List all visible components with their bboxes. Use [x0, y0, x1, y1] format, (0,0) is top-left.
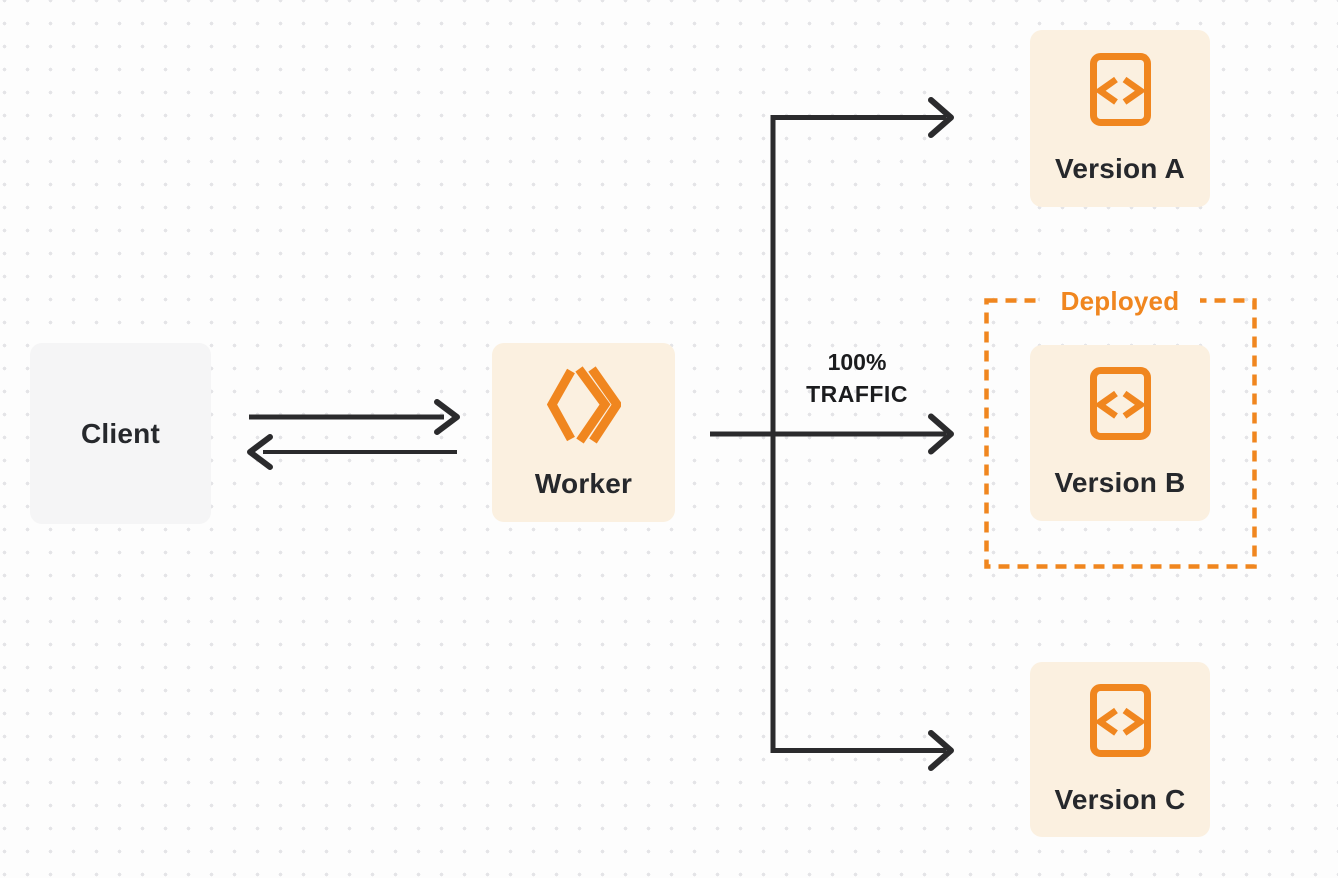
arrow-worker-to-client-head	[247, 434, 273, 470]
worker-label: Worker	[534, 467, 633, 499]
arrowhead-version-a	[928, 97, 954, 138]
arrow-client-to-worker-head	[434, 399, 460, 435]
traffic-word: TRAFFIC	[806, 381, 908, 407]
node-worker: Worker	[492, 343, 675, 522]
arrowhead-version-c	[928, 730, 954, 771]
code-file-icon	[1089, 52, 1151, 126]
version-c-label: Version C	[1054, 783, 1186, 815]
code-file-icon	[1089, 367, 1151, 440]
node-client: Client	[30, 343, 211, 524]
deployed-label: Deployed	[1040, 286, 1200, 316]
client-label: Client	[81, 417, 160, 449]
traffic-percent: 100%	[827, 349, 887, 375]
node-version-a: Version A	[1030, 30, 1210, 207]
arrowhead-version-b	[928, 413, 954, 455]
cloudflare-workers-icon	[546, 365, 621, 444]
version-b-label: Version B	[1054, 467, 1186, 498]
node-version-b: Version B	[1030, 345, 1210, 521]
version-a-label: Version A	[1055, 152, 1185, 184]
node-version-c: Version C	[1030, 662, 1210, 837]
traffic-label: 100% TRAFFIC	[767, 350, 947, 406]
code-file-icon	[1089, 683, 1151, 757]
